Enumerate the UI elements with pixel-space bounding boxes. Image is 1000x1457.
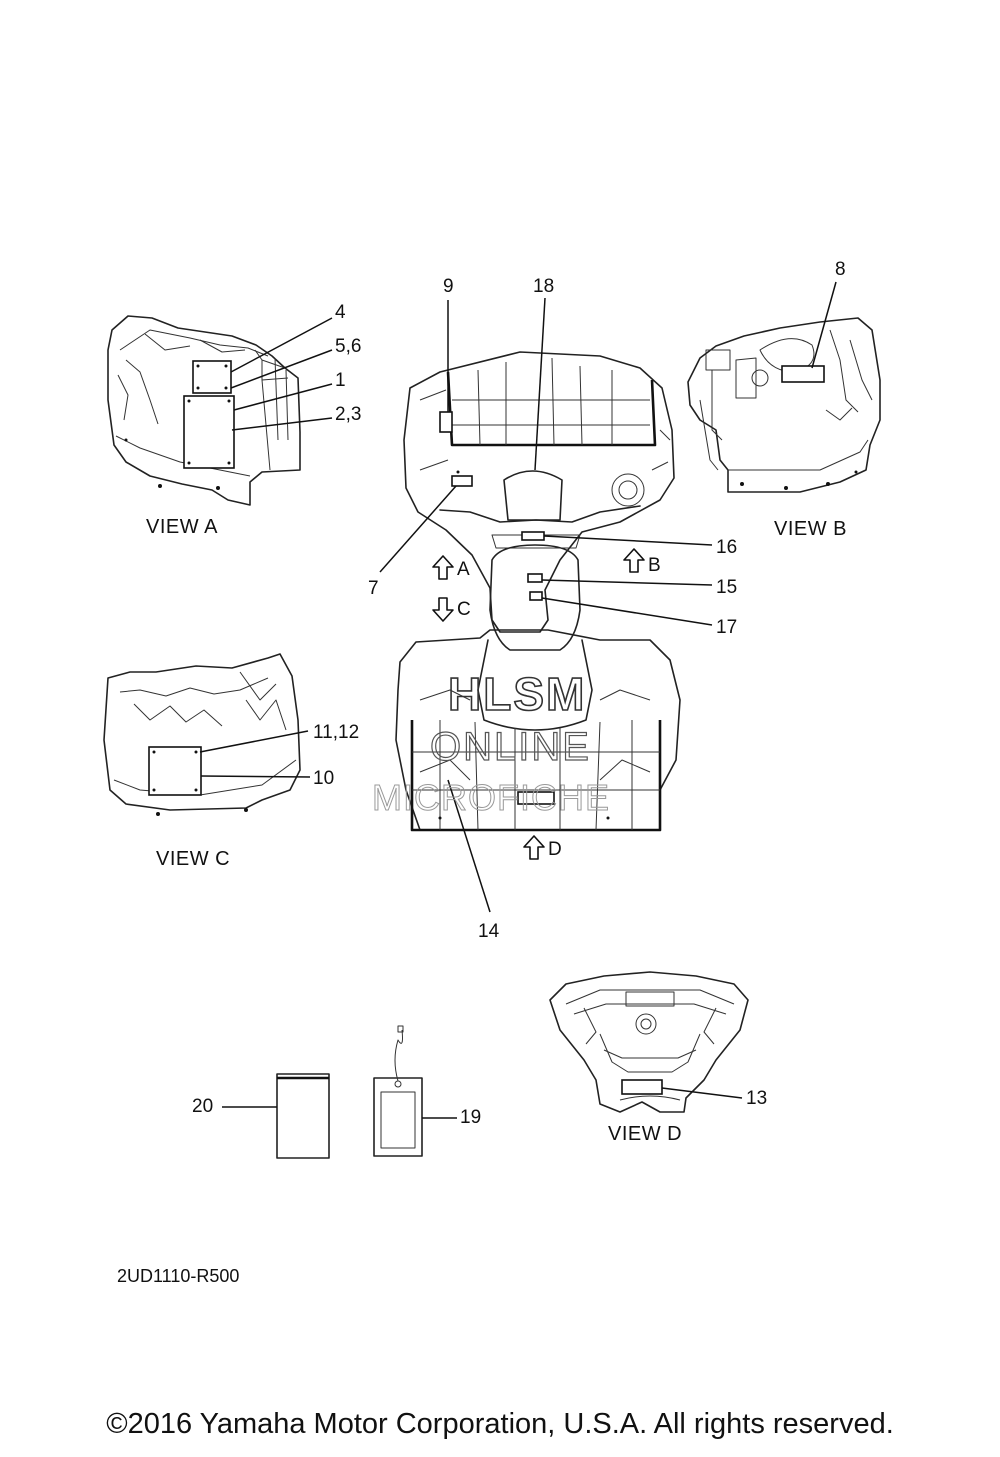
- view-arrow-d-label: D: [548, 839, 562, 860]
- view-arrow-c-icon: [432, 597, 454, 622]
- view-c-label: VIEW C: [156, 848, 230, 870]
- leader-15: [541, 579, 713, 586]
- callout-18: 18: [533, 276, 554, 297]
- callout-2-3: 2,3: [335, 404, 361, 425]
- leader-14: [447, 779, 491, 913]
- callout-14: 14: [478, 921, 500, 942]
- view-d-drawing: [549, 971, 749, 1113]
- view-c-drawing: [103, 653, 301, 816]
- label-7-decal: [451, 475, 473, 487]
- view-arrow-c-label: C: [457, 599, 471, 620]
- part-code: 2UD1110-R500: [117, 1266, 239, 1286]
- leader-13: [661, 1087, 743, 1099]
- watermark-line-3: MICROFICHE: [372, 777, 610, 818]
- callout-5-6: 5,6: [335, 336, 361, 357]
- label-9-decal: [439, 411, 453, 433]
- callout-10: 10: [313, 768, 334, 789]
- callout-11-12: 11,12: [313, 722, 359, 743]
- view-d-label: VIEW D: [608, 1123, 682, 1145]
- view-b-label: VIEW B: [774, 518, 847, 540]
- view-arrow-b-label: B: [648, 555, 661, 576]
- item-19-drawing: [373, 1025, 423, 1157]
- view-a-label: VIEW A: [146, 516, 218, 538]
- view-arrow-b-icon: [623, 548, 645, 573]
- leader-5-6: [230, 349, 333, 389]
- top-view-drawing: [395, 351, 681, 832]
- label-15-decal: [527, 573, 543, 583]
- view-arrow-a-icon: [432, 555, 454, 580]
- callout-8: 8: [835, 259, 846, 280]
- leader-4: [230, 317, 333, 373]
- callout-17: 17: [716, 617, 737, 638]
- leader-8: [811, 281, 837, 369]
- callout-20: 20: [192, 1096, 213, 1117]
- callout-13: 13: [746, 1088, 767, 1109]
- view-arrow-a-label: A: [457, 559, 470, 580]
- callout-7: 7: [368, 578, 379, 599]
- callout-9: 9: [443, 276, 454, 297]
- leader-11-12: [199, 730, 309, 753]
- label-16-decal: [521, 531, 545, 541]
- view-b-drawing: [687, 317, 881, 493]
- leader-17: [541, 597, 713, 626]
- leader-1: [233, 383, 333, 411]
- leader-18: [534, 297, 546, 471]
- callout-16: 16: [716, 537, 737, 558]
- callout-1: 1: [335, 370, 346, 391]
- view-a-drawing: [107, 315, 301, 506]
- copyright-notice: ©2016 Yamaha Motor Corporation, U.S.A. A…: [106, 1408, 894, 1440]
- item-20-drawing: [276, 1073, 330, 1159]
- label-17-decal: [529, 591, 543, 601]
- leader-10: [200, 775, 311, 778]
- callout-19: 19: [460, 1107, 481, 1128]
- watermark-line-2: ONLINE: [430, 725, 591, 769]
- leader-2-3: [231, 417, 333, 431]
- callout-15: 15: [716, 577, 737, 598]
- view-arrow-d-icon: [523, 835, 545, 860]
- leader-7: [379, 485, 457, 573]
- leader-16: [543, 535, 713, 546]
- watermark-line-1: HLSM: [448, 668, 586, 720]
- callout-4: 4: [335, 302, 346, 323]
